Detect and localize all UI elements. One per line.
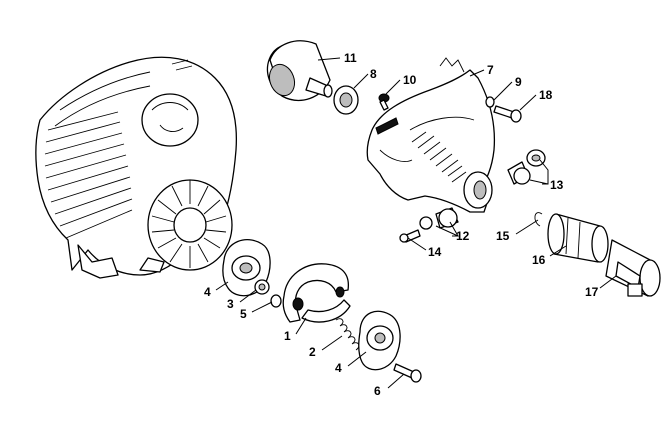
label-part-5: 5 bbox=[240, 307, 247, 321]
washer-5 bbox=[270, 294, 282, 308]
clutch-shoes bbox=[282, 263, 351, 323]
part-labels: 11 8 10 7 9 18 13 12 14 15 16 17 4 3 5 1… bbox=[204, 51, 599, 398]
washer-9 bbox=[485, 96, 495, 108]
label-part-8: 8 bbox=[370, 67, 377, 81]
label-part-14: 14 bbox=[428, 245, 442, 259]
leader-lines bbox=[215, 57, 617, 389]
label-part-12: 12 bbox=[456, 229, 470, 243]
screw-18 bbox=[493, 105, 522, 123]
label-part-15: 15 bbox=[496, 229, 510, 243]
housing-ribs bbox=[411, 131, 467, 183]
screw-6 bbox=[393, 363, 422, 383]
label-part-18: 18 bbox=[539, 88, 553, 102]
bushings-12 bbox=[419, 207, 459, 230]
label-part-1: 1 bbox=[284, 329, 291, 343]
flywheel-fan bbox=[147, 179, 233, 271]
label-part-11: 11 bbox=[344, 51, 357, 65]
label-part-13: 13 bbox=[550, 178, 564, 192]
label-part-4-upper: 4 bbox=[204, 285, 211, 299]
flange-plate-4-lower bbox=[358, 310, 401, 371]
label-part-7: 7 bbox=[487, 63, 494, 77]
bearing bbox=[333, 85, 359, 115]
screw-14 bbox=[399, 229, 421, 243]
label-part-3: 3 bbox=[227, 297, 234, 311]
spring-2 bbox=[335, 318, 360, 351]
label-part-16: 16 bbox=[532, 253, 546, 267]
label-part-9: 9 bbox=[515, 75, 522, 89]
sleeve-16 bbox=[547, 213, 609, 263]
bushings-13 bbox=[507, 149, 546, 185]
clutch-drum bbox=[266, 40, 333, 101]
label-part-17: 17 bbox=[585, 285, 599, 299]
cooling-grille bbox=[44, 111, 133, 239]
clutch-housing bbox=[366, 57, 496, 213]
screw-10 bbox=[378, 93, 390, 111]
sleeve-3 bbox=[254, 279, 270, 295]
label-part-10: 10 bbox=[403, 73, 417, 87]
label-part-2: 2 bbox=[309, 345, 316, 359]
label-part-4-lower: 4 bbox=[335, 361, 342, 375]
label-part-6: 6 bbox=[374, 384, 381, 398]
circlip-15 bbox=[534, 212, 543, 227]
engine-housing bbox=[35, 56, 238, 279]
clamp-17 bbox=[605, 239, 661, 297]
